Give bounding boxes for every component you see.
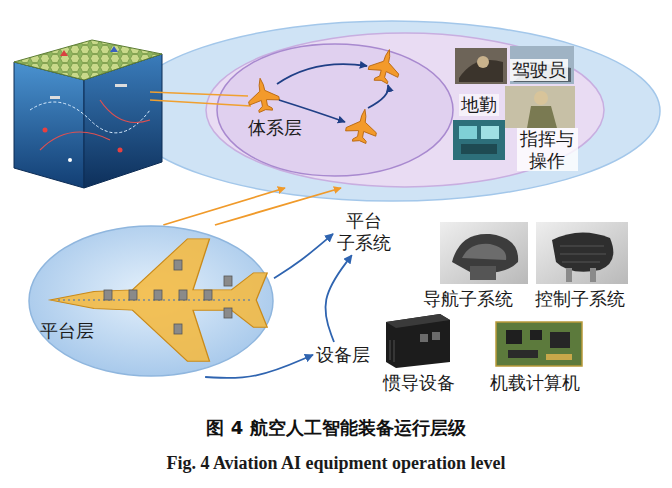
layer-label: 设备层 xyxy=(313,342,373,368)
equipment-module xyxy=(204,290,212,300)
battlefield-cube xyxy=(14,40,162,188)
navigation-subsystem-photo xyxy=(462,244,506,260)
battlefield-cube xyxy=(100,100,150,123)
onboard-computer-photo xyxy=(506,330,522,344)
inertial-unit-photo xyxy=(390,340,394,362)
equipment-module xyxy=(224,308,232,318)
inertial-unit-photo xyxy=(420,334,428,342)
battlefield-cube xyxy=(14,62,84,188)
onboard-computer-photo xyxy=(508,350,538,358)
control-subsystem-photo xyxy=(590,268,596,282)
equipment-module xyxy=(174,324,182,334)
battlefield-cube xyxy=(110,46,118,52)
onboard-computer-photo xyxy=(550,332,570,348)
navigation-subsystem-photo xyxy=(440,222,528,284)
system-core-ellipse xyxy=(217,44,453,176)
inertial-unit-photo xyxy=(432,332,440,340)
equipment-module xyxy=(104,290,112,300)
equipment-module xyxy=(129,290,137,300)
link-line xyxy=(150,92,248,96)
text-label: 地勤 xyxy=(459,94,499,116)
battlefield-cube xyxy=(118,148,123,153)
text-label: 驾驶员 xyxy=(510,59,568,81)
inertial-unit-photo xyxy=(380,310,452,368)
inertial-unit-photo xyxy=(380,310,452,368)
battlefield-cube xyxy=(43,128,48,133)
connector-arrow xyxy=(325,255,351,342)
platform-region-ellipse xyxy=(29,226,273,376)
battlefield-cube xyxy=(40,132,110,150)
layer-label-node: 平台 子系统 xyxy=(333,208,396,255)
battlefield-cube xyxy=(60,50,68,56)
personnel-photos xyxy=(534,91,548,105)
inertial-unit-photo xyxy=(386,314,450,328)
control-subsystem-photo xyxy=(560,246,606,262)
text-label: 指挥与 操作 xyxy=(517,128,578,171)
onboard-computer-photo xyxy=(546,354,572,360)
equipment-module xyxy=(174,260,182,270)
personnel-photos xyxy=(481,126,499,139)
navigation-subsystem-photo xyxy=(470,266,496,280)
personnel-photos xyxy=(459,126,477,139)
system-region-ellipse xyxy=(206,33,604,187)
text-label: 控制子系统 xyxy=(533,288,627,310)
battlefield-cube xyxy=(14,40,162,80)
battlefield-cube xyxy=(115,84,127,87)
onboard-computer-photo xyxy=(530,330,542,340)
coordination-arrow xyxy=(368,85,388,108)
navigation-subsystem-photo xyxy=(440,222,528,284)
onboard-computer-photo xyxy=(496,322,582,366)
outer-region-ellipse xyxy=(124,21,660,201)
personnel-photos xyxy=(461,144,497,154)
figure-caption: 图 4 航空人工智能装备运行层级 xyxy=(0,416,672,440)
connector-arrow xyxy=(274,234,333,278)
connector-arrow xyxy=(215,188,341,225)
aircraft-icon xyxy=(50,239,267,361)
layer-label: 体系层 xyxy=(248,117,302,139)
battlefield-cube xyxy=(50,96,60,99)
inertial-unit-photo xyxy=(386,314,450,368)
equipment-module xyxy=(154,290,162,300)
aircraft-icon xyxy=(366,46,404,86)
layer-label: 平台 子系统 xyxy=(333,208,396,255)
link-line xyxy=(150,100,251,106)
connector-arrow xyxy=(163,188,285,225)
personnel-photos xyxy=(477,56,489,68)
personnel-photos xyxy=(505,86,575,128)
personnel-photos xyxy=(510,46,574,84)
control-subsystem-photo xyxy=(552,232,613,271)
text-label: 导航子系统 xyxy=(421,288,515,310)
personnel-photos xyxy=(453,120,505,160)
equipment-module xyxy=(179,290,187,300)
personnel-photos xyxy=(527,106,557,128)
text-label: Fig. 4 Aviation AI equipment operation l… xyxy=(0,453,672,475)
layer-label: 平台层 xyxy=(40,320,94,342)
coordination-arrow xyxy=(277,64,367,84)
control-subsystem-photo xyxy=(566,268,572,282)
text-label: 机载计算机 xyxy=(488,372,582,394)
layer-label-node: 设备层 xyxy=(313,342,373,368)
platform-layer-ellipse: 平台层 xyxy=(28,225,274,377)
battlefield-cube xyxy=(30,102,150,133)
onboard-computer-photo xyxy=(496,322,582,366)
equipment-module xyxy=(224,276,232,286)
control-subsystem-photo xyxy=(536,222,628,284)
aircraft-icon xyxy=(245,76,281,114)
control-subsystem-photo xyxy=(536,222,628,284)
platform-layer-ellipse xyxy=(28,225,274,377)
battlefield-cube xyxy=(68,158,72,162)
personnel-photos xyxy=(455,48,507,84)
aircraft-icon xyxy=(344,107,380,145)
text-label: 惯导设备 xyxy=(381,372,457,394)
